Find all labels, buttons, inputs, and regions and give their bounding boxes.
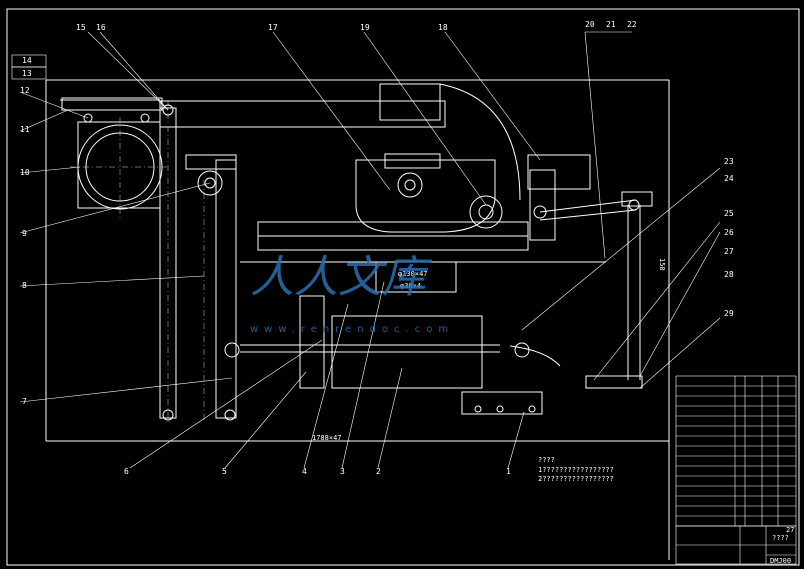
spindle-center (404, 179, 416, 191)
part-number: 3 (340, 467, 345, 476)
feed-roller (469, 195, 503, 229)
part-number: 5 (222, 467, 227, 476)
base-block (461, 391, 543, 415)
drawing-code: DMJ00 (770, 557, 791, 565)
drawing-border (6, 8, 800, 566)
gearbox (527, 154, 591, 190)
part-number: 9 (22, 229, 27, 238)
linkage-arm-lower (539, 209, 637, 221)
title-block-label: ???? (772, 534, 789, 542)
gearbox-stem (529, 169, 556, 241)
notes-title: ???? (538, 456, 555, 464)
idler-hub (204, 177, 216, 189)
part-number: 17 (268, 23, 278, 32)
bolt-icon (83, 113, 93, 123)
bolt-icon (528, 405, 536, 413)
part-number: 12 (20, 86, 30, 95)
leaders-bottom (224, 281, 525, 469)
idler-pulley (197, 170, 223, 196)
idler-bracket (185, 154, 237, 170)
title-block-sheet: 27 (786, 526, 794, 534)
spindle-mount (384, 153, 441, 169)
part-number: 14 (22, 56, 32, 65)
watermark: 人人文库 (250, 252, 433, 303)
work-table (257, 221, 529, 237)
linkage-arm (539, 199, 637, 213)
pivot-icon (514, 342, 530, 358)
part-number: 26 (724, 228, 734, 237)
parts-list-table (675, 375, 797, 527)
part-number: 27 (724, 247, 734, 256)
bolt-icon (162, 409, 174, 421)
watermark-url: www.renrendoc.com (250, 324, 454, 335)
part-number: 19 (360, 23, 370, 32)
notes-line-1: 1????????????????? (538, 466, 614, 474)
leaders-right (521, 167, 721, 389)
part-number: 20 (585, 20, 595, 29)
label-box-13 (11, 66, 47, 80)
right-foot (585, 375, 643, 389)
part-number: 13 (22, 69, 32, 78)
center-chuck (375, 261, 457, 293)
bolt-icon (496, 405, 504, 413)
title-block: ???? 27 DMJ00 (675, 525, 797, 565)
part-number: 15 (76, 23, 86, 32)
part-number: 8 (22, 281, 27, 290)
part-number: 23 (724, 157, 734, 166)
sector-arc (509, 345, 561, 367)
part-number: 29 (724, 309, 734, 318)
part-number: 1 (506, 467, 511, 476)
pivot-icon (628, 199, 640, 211)
spindle-head (379, 83, 441, 121)
part-numbers-right: 23 24 25 26 27 28 29 (724, 157, 734, 318)
notes-line-2: 2????????????????? (538, 475, 614, 483)
part-number: 22 (627, 20, 637, 29)
pivot-icon (224, 342, 240, 358)
part-number: 24 (724, 174, 734, 183)
wheel-guard (355, 159, 496, 233)
top-beam (159, 100, 446, 128)
part-number: 7 (22, 397, 27, 406)
part-number: 11 (20, 125, 30, 134)
bolt-icon (140, 113, 150, 123)
center-label-b: φ30×4 (400, 282, 421, 290)
pivot-icon (533, 205, 547, 219)
dimension-bottom: 1788×47 (312, 434, 342, 442)
leaders-left (19, 91, 323, 469)
table-saddle (257, 235, 529, 251)
lower-guide-left (299, 295, 325, 389)
part-number: 10 (20, 168, 30, 177)
spindle-hub (397, 172, 423, 198)
part-number: 16 (96, 23, 106, 32)
part-number: 21 (606, 20, 616, 29)
part-number: 2 (376, 467, 381, 476)
part-numbers-bottom: 5 4 3 2 1 (222, 467, 511, 476)
dimension-side: 150 (658, 258, 666, 271)
bolt-icon (474, 405, 482, 413)
part-numbers-top: 15 16 17 19 18 20 21 22 (76, 20, 637, 32)
link-head (621, 191, 653, 207)
belt-guard-curve (439, 83, 521, 201)
center-label-a: φ130×47 (398, 270, 428, 278)
part-number: 4 (302, 467, 307, 476)
part-number: 6 (124, 467, 129, 476)
leaders-top (87, 31, 632, 259)
part-number: 25 (724, 209, 734, 218)
part-number: 18 (438, 23, 448, 32)
bolt-icon (224, 409, 236, 421)
part-number: 28 (724, 270, 734, 279)
bolt-icon (162, 104, 174, 116)
part-numbers-left: 14 13 12 11 10 9 8 7 6 (20, 56, 129, 476)
